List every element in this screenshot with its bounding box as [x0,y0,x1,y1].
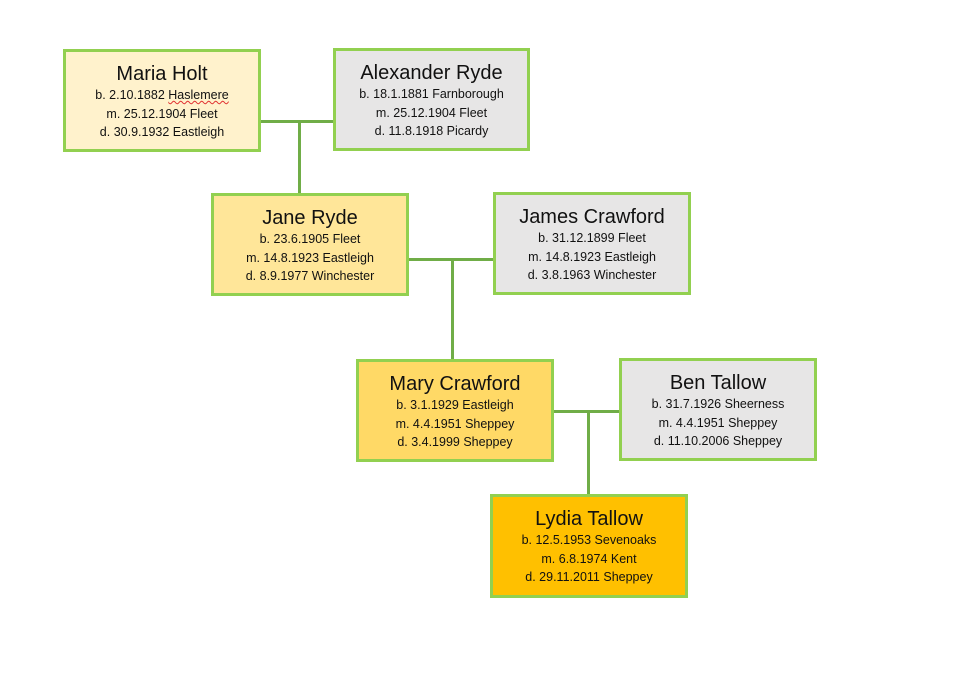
marriage-info: m. 4.4.1951 Sheppey [395,416,515,431]
birth-info: b. 31.7.1926 Sheerness [651,397,785,411]
person-name: Ben Tallow [669,372,767,394]
marriage-info: m. 14.8.1923 Eastleigh [528,249,656,264]
birth-info: b. 2.10.1882 Haslemere [66,86,258,105]
person-name: Mary Crawford [389,373,521,395]
person-name: Lydia Tallow [535,508,643,530]
person-box-lydia-tallow[interactable]: Lydia Tallow b. 12.5.1953 Sevenoaks m. 6… [490,494,688,598]
marriage-info: m. 6.8.1974 Kent [541,551,637,566]
person-box-ben-tallow[interactable]: Ben Tallow b. 31.7.1926 Sheerness m. 4.4… [619,358,817,461]
person-box-james-crawford[interactable]: James Crawford b. 31.12.1899 Fleet m. 14… [493,192,691,295]
birth-date: b. 2.10.1882 [95,88,169,102]
descent-connector [298,120,301,194]
person-box-jane-ryde[interactable]: Jane Ryde b. 23.6.1905 Fleet m. 14.8.192… [211,193,409,296]
death-info: d. 3.4.1999 Sheppey [397,435,513,449]
death-info: d. 29.11.2011 Sheppey [525,570,653,584]
person-box-maria-holt[interactable]: Maria Holt b. 2.10.1882 Haslemere m. 25.… [63,49,261,152]
descent-connector [587,410,590,496]
person-name: Maria Holt [116,63,208,85]
death-info: d. 8.9.1977 Winchester [245,269,375,283]
marriage-info: m. 4.4.1951 Sheppey [658,415,778,430]
person-name: Alexander Ryde [360,62,503,84]
marriage-info: m. 25.12.1904 Fleet [375,105,488,120]
marriage-info: m. 25.12.1904 Fleet [106,106,218,121]
descent-connector [451,258,454,360]
marriage-connector [260,120,334,123]
person-box-alexander-ryde[interactable]: Alexander Ryde b. 18.1.1881 Farnborough … [333,48,530,151]
marriage-connector [553,410,620,413]
birth-info: b. 18.1.1881 Farnborough [359,87,504,101]
person-box-mary-crawford[interactable]: Mary Crawford b. 3.1.1929 Eastleigh m. 4… [356,359,554,462]
birth-info: b. 12.5.1953 Sevenoaks [521,533,657,547]
marriage-info: m. 14.8.1923 Eastleigh [246,250,374,265]
death-info: d. 30.9.1932 Eastleigh [99,125,225,139]
birth-info: b. 31.12.1899 Fleet [538,231,646,245]
death-info: d. 3.8.1963 Winchester [527,268,657,282]
death-info: d. 11.10.2006 Sheppey [653,434,783,448]
birth-info: b. 3.1.1929 Eastleigh [396,398,514,412]
person-name: Jane Ryde [262,207,358,229]
death-info: d. 11.8.1918 Picardy [374,124,489,138]
birth-info: b. 23.6.1905 Fleet [259,232,361,246]
birth-place: Haslemere [168,88,229,102]
person-name: James Crawford [519,206,665,228]
